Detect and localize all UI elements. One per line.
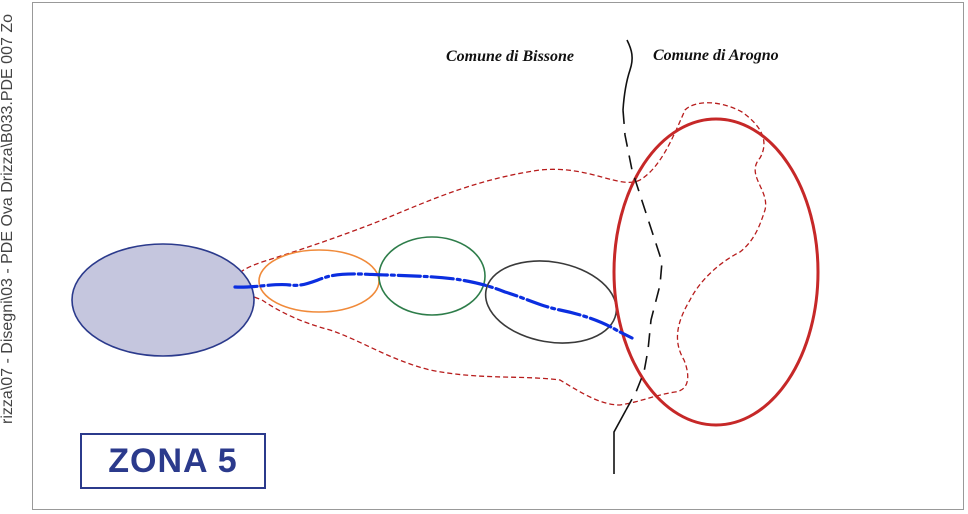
municipal-boundary-dashed	[622, 109, 663, 411]
zone-ellipse-gray	[484, 260, 618, 344]
stream-line	[233, 272, 634, 340]
zone-label-box: ZONA 5	[80, 433, 266, 489]
label-comune-arogno: Comune di Arogno	[653, 47, 779, 64]
map-frame	[32, 2, 964, 510]
perimeter-dashed-outline	[231, 102, 767, 406]
municipal-boundary-line-lower	[613, 409, 627, 474]
zone-label: ZONA 5	[108, 441, 238, 480]
zone-ellipse-blue	[71, 243, 255, 357]
municipal-boundary-line	[622, 39, 633, 111]
zone-ellipse-red	[612, 117, 820, 427]
label-comune-bissone: Comune di Bissone	[446, 48, 574, 65]
